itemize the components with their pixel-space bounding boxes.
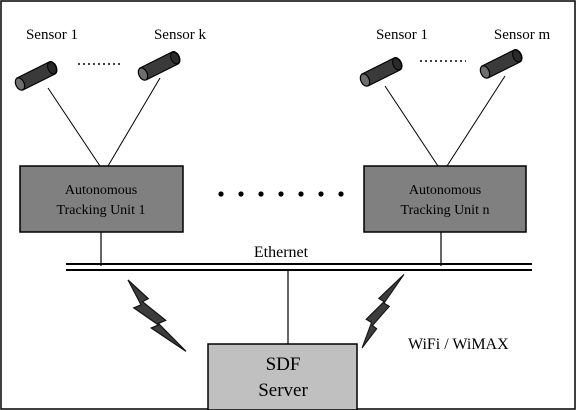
wireless-label: WiFi / WiMAX: [408, 336, 509, 353]
sdf-server-box: [207, 343, 358, 410]
tracking-unit-n-line2: Tracking Unit n: [401, 203, 490, 218]
more-units-ellipsis: [218, 191, 344, 197]
sdf-server-line2: Server: [258, 380, 308, 401]
left-sensor-k-link: [107, 77, 161, 167]
left-sensor-k-label: Sensor k: [154, 27, 207, 43]
ethernet-label: Ethernet: [254, 244, 309, 261]
left-sensor-1-icon: [12, 60, 59, 93]
right-sensor-m-link: [446, 75, 506, 167]
tracking-unit-n-box: [363, 165, 527, 233]
right-sensor-1-icon: [357, 56, 404, 89]
right-sensor-1-label: Sensor 1: [376, 27, 428, 43]
left-wireless-lightning-icon: [127, 279, 187, 352]
tracking-unit-1-box: [19, 165, 184, 233]
tracking-unit-1-line1: Autonomous: [65, 183, 137, 198]
right-sensor-1-link: [384, 85, 439, 167]
left-sensor-1-label: Sensor 1: [26, 27, 78, 43]
right-sensor-m-icon: [477, 48, 524, 81]
left-sensor-1-link: [47, 87, 101, 167]
sdf-server-line1: SDF: [266, 354, 301, 375]
tracking-unit-n-line1: Autonomous: [409, 183, 481, 198]
right-sensor-m-label: Sensor m: [494, 27, 551, 43]
tracking-unit-1-line2: Tracking Unit 1: [57, 203, 146, 218]
left-sensor-k-icon: [135, 50, 182, 83]
right-wireless-lightning-icon: [361, 273, 405, 349]
